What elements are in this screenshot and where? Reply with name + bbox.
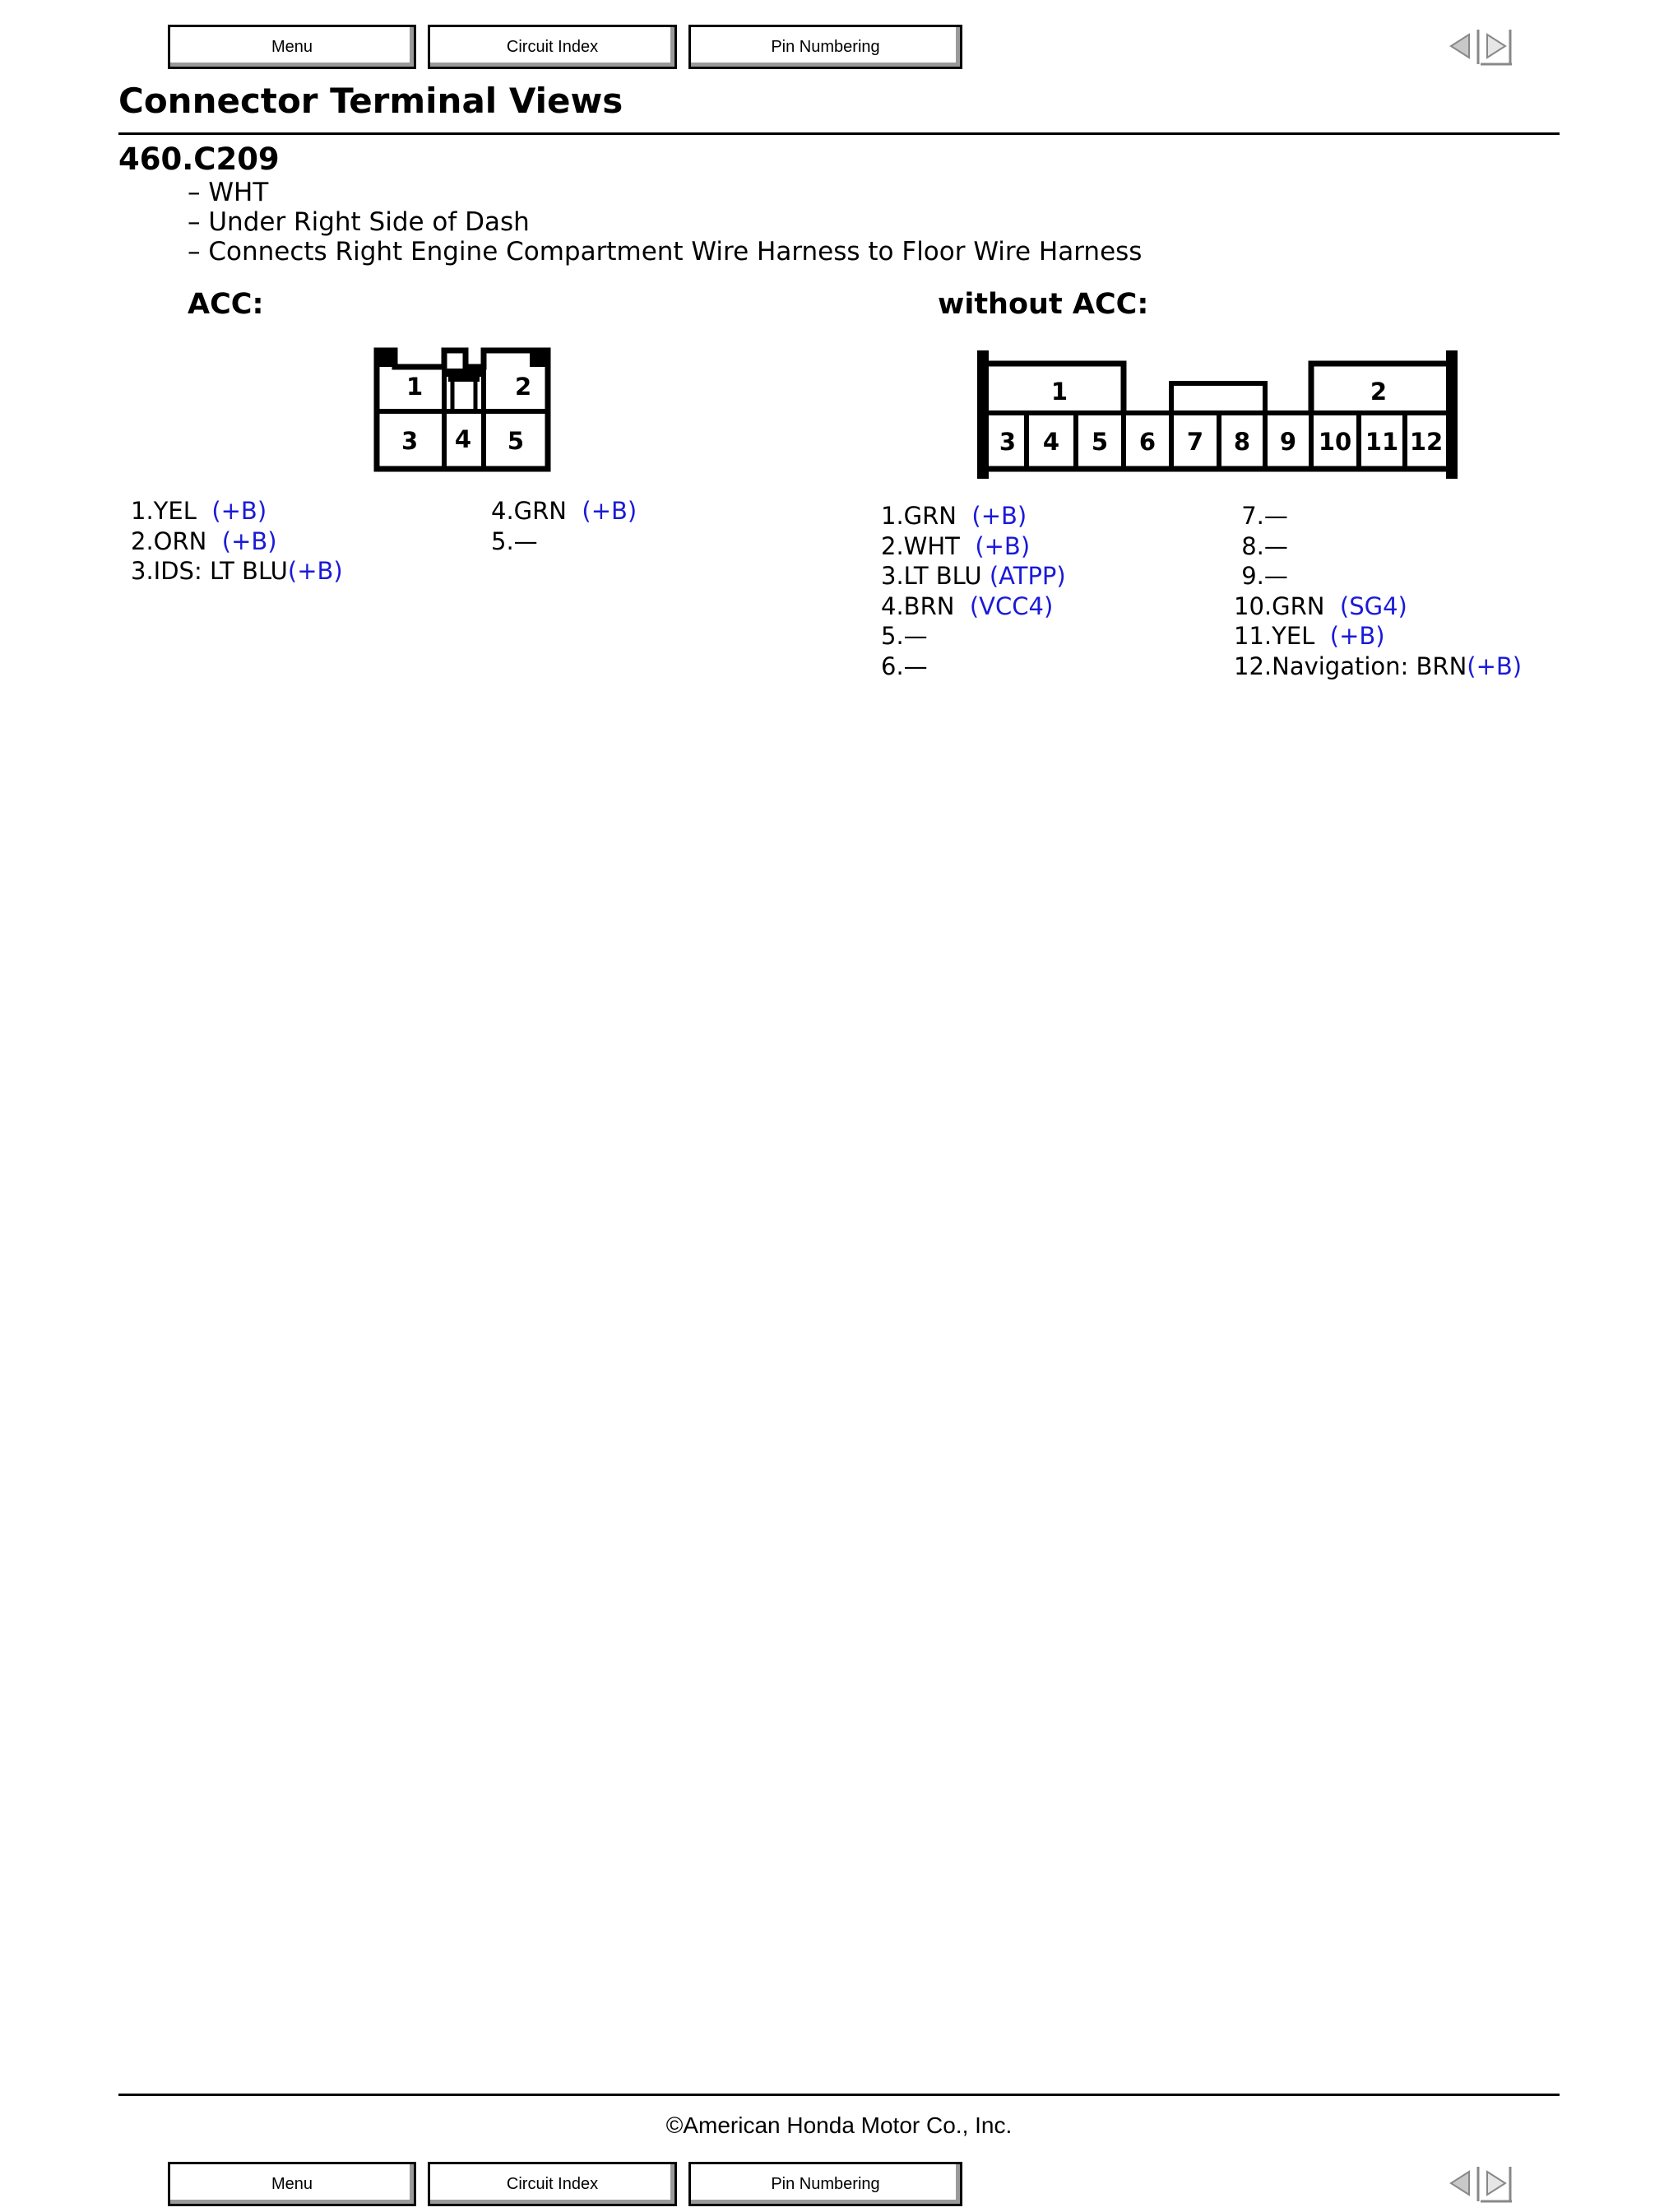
without-acc-pin-8: 8 <box>1234 428 1250 456</box>
acc-connector-diagram: 1 2 3 4 5 <box>373 347 551 472</box>
without-acc-pin-7: 7 <box>1187 428 1203 456</box>
list-item: 6.— <box>881 652 928 680</box>
without-acc-pin-10: 10 <box>1319 428 1351 456</box>
prev-page-icon[interactable] <box>1444 2163 1477 2205</box>
acc-pin-list-right: 4.GRN (+B) 5.— <box>491 496 637 556</box>
list-item: 12.Navigation: BRN(+B) <box>1234 652 1523 680</box>
list-item: 9.— <box>1234 562 1288 590</box>
connector-connects: – Connects Right Engine Compartment Wire… <box>188 237 1143 267</box>
connector-location: – Under Right Side of Dash <box>188 207 530 237</box>
connector-details: – WHT – Under Right Side of Dash – Conne… <box>188 178 1142 267</box>
copyright-notice: ©American Honda Motor Co., Inc. <box>665 2112 1013 2138</box>
acc-label: ACC: <box>188 288 264 321</box>
without-acc-connector-diagram: 1 2 3 4 5 6 7 8 9 10 11 12 <box>977 350 1458 479</box>
menu-button[interactable]: Menu <box>168 2162 416 2206</box>
page-nav-arrows <box>1444 2163 1515 2205</box>
without-acc-pin-6: 6 <box>1139 428 1156 456</box>
without-acc-pin-5: 5 <box>1092 428 1108 456</box>
page-nav-arrows <box>1444 26 1515 67</box>
list-item: 4.GRN (+B) <box>491 497 637 525</box>
circuit-index-button[interactable]: Circuit Index <box>428 2162 677 2206</box>
circuit-index-button[interactable]: Circuit Index <box>428 25 677 69</box>
without-acc-pin-11: 11 <box>1365 428 1398 456</box>
list-item: 2.ORN (+B) <box>131 526 277 555</box>
bottom-nav-bar: Menu Circuit Index Pin Numbering <box>0 2162 1678 2211</box>
list-item: 5.— <box>491 526 538 555</box>
acc-pin-list-left: 1.YEL (+B) 2.ORN (+B) 3.IDS: LT BLU(+B) <box>131 496 343 587</box>
without-acc-pin-list-right: 7.— 8.— 9.— 10.GRN (SG4) 11.YEL (+B) 12.… <box>1234 501 1522 681</box>
without-acc-pin-1: 1 <box>1051 378 1068 406</box>
pin-numbering-button[interactable]: Pin Numbering <box>688 25 962 69</box>
list-item: 8.— <box>1234 531 1288 560</box>
prev-page-icon[interactable] <box>1444 26 1477 67</box>
menu-button[interactable]: Menu <box>168 25 416 69</box>
without-acc-pin-9: 9 <box>1280 428 1296 456</box>
acc-pin-3: 3 <box>401 427 418 455</box>
acc-pin-5: 5 <box>508 427 524 455</box>
footer-divider <box>118 2094 1560 2096</box>
list-item: 11.YEL (+B) <box>1234 622 1385 650</box>
without-acc-pin-3: 3 <box>999 428 1016 456</box>
list-item: 3.IDS: LT BLU(+B) <box>131 557 343 585</box>
list-item: 1.GRN (+B) <box>881 502 1027 530</box>
list-item: 2.WHT (+B) <box>881 531 1031 560</box>
next-page-icon[interactable] <box>1481 2163 1515 2205</box>
next-page-icon[interactable] <box>1481 26 1515 67</box>
acc-pin-2: 2 <box>515 373 531 401</box>
list-item: 5.— <box>881 622 928 650</box>
without-acc-pin-12: 12 <box>1410 428 1443 456</box>
without-acc-pin-4: 4 <box>1043 428 1059 456</box>
list-item: 4.BRN (VCC4) <box>881 591 1054 620</box>
connector-id: 460.C209 <box>118 141 280 177</box>
title-divider <box>118 132 1560 135</box>
without-acc-label: without ACC: <box>938 288 1149 321</box>
connector-color: – WHT <box>188 178 269 207</box>
top-nav-bar: Menu Circuit Index Pin Numbering <box>0 25 1678 74</box>
list-item: 7.— <box>1234 502 1288 530</box>
without-acc-pin-list-left: 1.GRN (+B) 2.WHT (+B) 3.LT BLU (ATPP) 4.… <box>881 501 1066 681</box>
page-title: Connector Terminal Views <box>118 81 623 121</box>
list-item: 1.YEL (+B) <box>131 497 267 525</box>
acc-pin-4: 4 <box>455 425 471 453</box>
without-acc-pin-2: 2 <box>1370 378 1387 406</box>
pin-numbering-button[interactable]: Pin Numbering <box>688 2162 962 2206</box>
acc-pin-1: 1 <box>406 373 423 401</box>
list-item: 10.GRN (SG4) <box>1234 591 1407 620</box>
list-item: 3.LT BLU (ATPP) <box>881 562 1066 590</box>
